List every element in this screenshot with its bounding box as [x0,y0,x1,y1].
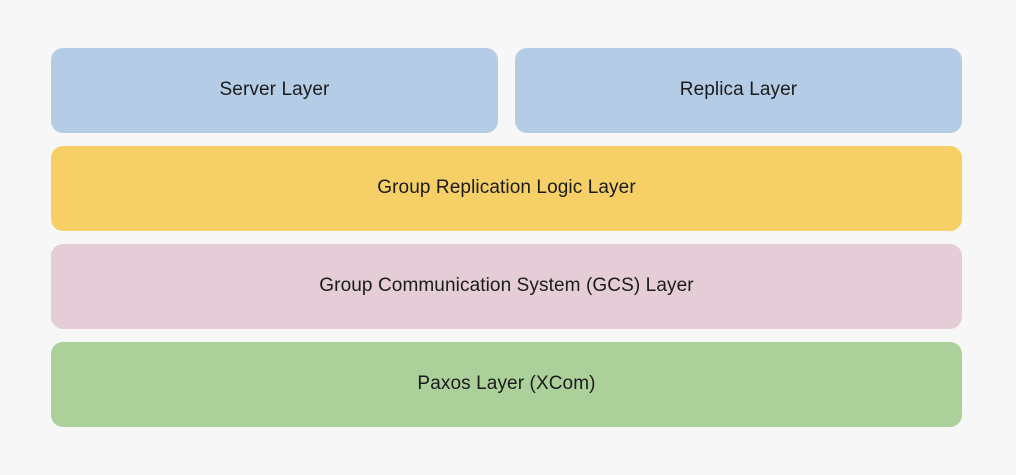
paxos-layer[interactable]: Paxos Layer (XCom) [51,342,962,427]
gcs-layer[interactable]: Group Communication System (GCS) Layer [51,244,962,329]
top-layer-row: Server Layer Replica Layer [51,48,962,133]
paxos-layer-label: Paxos Layer (XCom) [417,373,596,395]
replica-layer-label: Replica Layer [679,79,798,101]
server-layer-label: Server Layer [219,79,330,101]
paxos-row: Paxos Layer (XCom) [51,342,962,427]
replica-layer[interactable]: Replica Layer [515,48,962,133]
group-replication-logic-row: Group Replication Logic Layer [51,146,962,231]
group-replication-logic-layer-label: Group Replication Logic Layer [377,177,636,199]
server-layer[interactable]: Server Layer [51,48,498,133]
gcs-layer-label: Group Communication System (GCS) Layer [319,275,694,297]
group-replication-logic-layer[interactable]: Group Replication Logic Layer [51,146,962,231]
gcs-row: Group Communication System (GCS) Layer [51,244,962,329]
